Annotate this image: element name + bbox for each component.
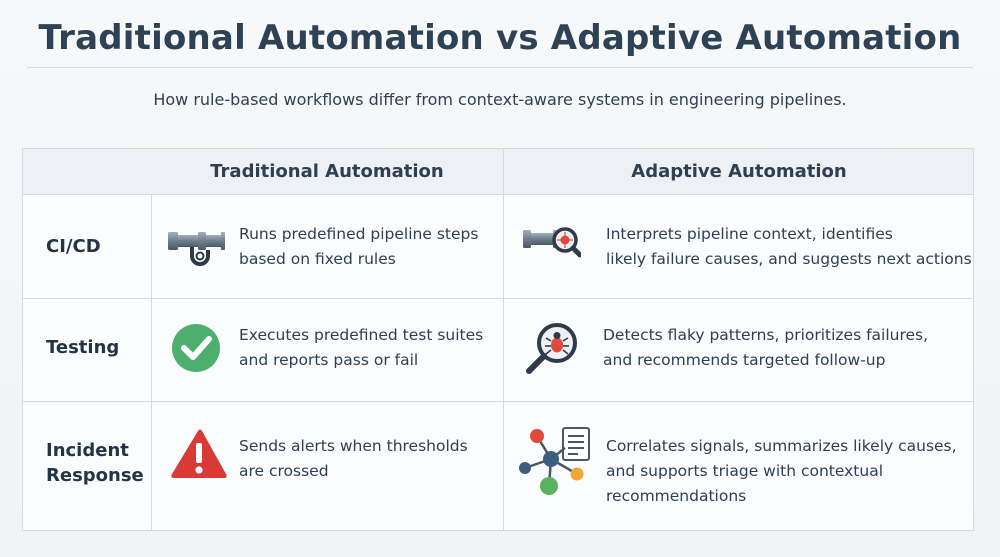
column-divider — [151, 194, 152, 530]
page-title: Traditional Automation vs Adaptive Autom… — [38, 18, 962, 58]
table-row-cicd: CI/CD — [23, 194, 973, 299]
pipeline-search-icon — [521, 218, 581, 272]
adaptive-description: Interprets pipeline context, identifies … — [606, 225, 972, 268]
row-label: CI/CD — [46, 236, 101, 257]
title-divider — [27, 67, 973, 68]
bug-search-icon — [523, 319, 583, 374]
pipeline-icon — [166, 220, 226, 274]
warning-triangle-icon — [169, 428, 229, 482]
comparison-table: Traditional Automation Adaptive Automati… — [22, 148, 974, 531]
row-label: Testing — [46, 337, 120, 358]
check-circle-icon — [171, 323, 231, 377]
adaptive-description: Detects flaky patterns, prioritizes fail… — [603, 326, 929, 369]
table-header: Traditional Automation Adaptive Automati… — [23, 149, 973, 195]
page-subtitle: How rule-based workflows differ from con… — [153, 90, 847, 109]
table-row-testing: Testing Executes predefined test suites … — [23, 299, 973, 402]
traditional-description: Runs predefined pipeline steps based on … — [239, 225, 479, 268]
column-header-adaptive: Adaptive Automation — [631, 161, 847, 182]
traditional-description: Executes predefined test suites and repo… — [239, 326, 484, 369]
signal-network-icon — [515, 424, 595, 502]
adaptive-description: Correlates signals, summarizes likely ca… — [606, 437, 957, 505]
column-header-traditional: Traditional Automation — [210, 161, 444, 182]
traditional-description: Sends alerts when thresholds are crossed — [239, 437, 468, 480]
row-label: Incident Response — [46, 440, 144, 486]
table-row-incident-response: Incident Response Sends alerts when thre… — [23, 402, 973, 530]
column-divider — [503, 149, 504, 530]
